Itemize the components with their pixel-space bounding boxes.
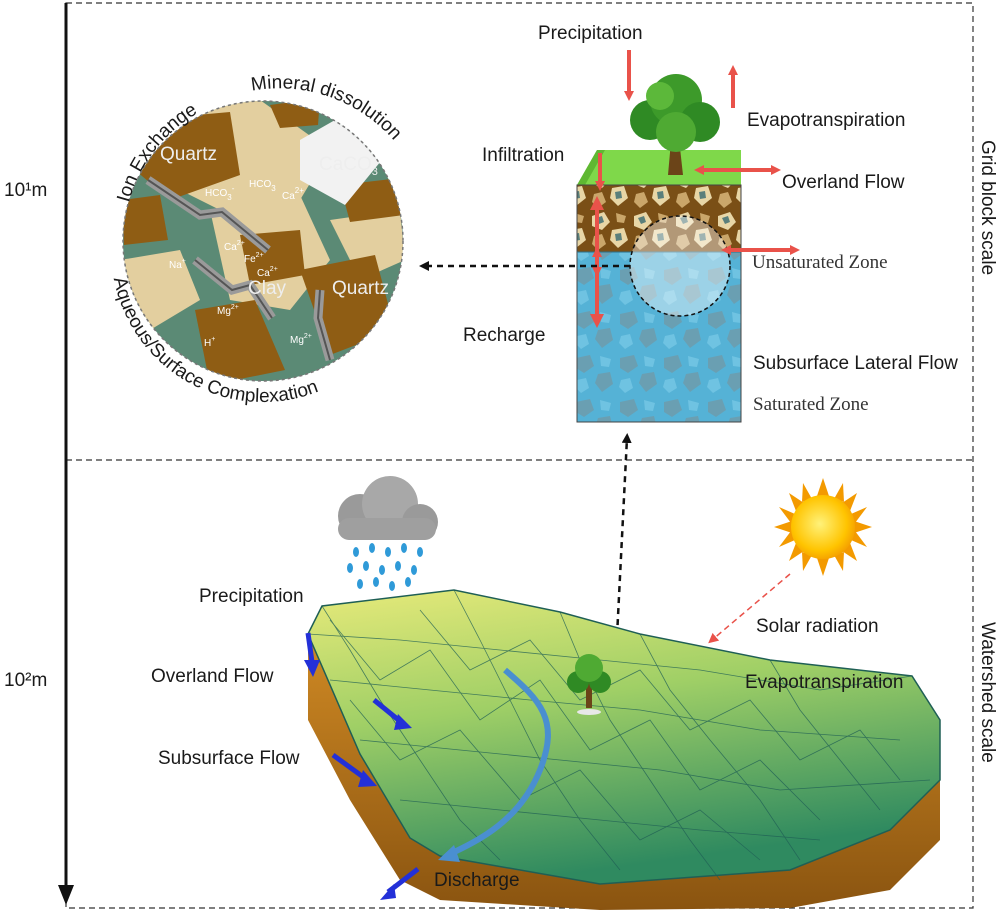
watershed-soil <box>308 634 940 910</box>
label-solar-radiation: Solar radiation <box>756 616 879 637</box>
mineral-label-quartz: Quartz <box>332 278 389 299</box>
label-unsaturated-zone: Unsaturated Zone <box>752 252 888 273</box>
scale-connectors <box>419 261 632 637</box>
geochemistry-circle: Quartz Quartz CaCO3 Clay HCO3- HCO3 Ca2+… <box>109 72 406 407</box>
rain-drops <box>347 543 423 591</box>
label-overland-flow-watershed: Overland Flow <box>151 666 274 687</box>
ion-calcium: Ca2+ <box>282 186 304 202</box>
scale-tick-lower: 10²m <box>4 670 47 691</box>
label-precipitation-block: Precipitation <box>538 23 643 44</box>
river <box>446 667 551 858</box>
mineral-label-clay: Clay <box>248 278 287 299</box>
watershed: Precipitation Solar radiation Overland F… <box>151 476 941 910</box>
arrow-to-grid-block <box>615 433 632 637</box>
ion-calcium: Ca2+ <box>224 240 245 253</box>
label-recharge: Recharge <box>463 325 545 346</box>
watershed-tree <box>567 654 611 715</box>
grid-block-arrows <box>592 50 800 318</box>
label-evapotranspiration-block: Evapotranspiration <box>747 110 905 131</box>
tree <box>630 74 720 175</box>
sun <box>774 478 872 576</box>
arrow-overland-flow <box>305 632 315 663</box>
scale-axis-arrowhead <box>58 885 74 905</box>
ion-bicarbonate: HCO3 <box>249 179 276 193</box>
grid-block: Precipitation Evapotranspiration Infiltr… <box>463 23 958 423</box>
ion-iron: Fe2+ <box>244 252 264 265</box>
mineral-label-calcite: CaCO3 <box>319 154 378 178</box>
saturated-zone-block <box>577 252 741 422</box>
label-subsurface-lateral-flow: Subsurface Lateral Flow <box>753 353 958 374</box>
panel-label-grid-block-scale: Grid block scale <box>977 140 998 275</box>
mineral-label-quartz: Quartz <box>160 144 217 165</box>
watershed-mesh <box>307 589 931 881</box>
ion-hydrogen: H+ <box>204 336 215 349</box>
unsaturated-zone-block <box>577 185 741 252</box>
ion-calcium: Ca2+ <box>257 266 278 279</box>
panel-label-watershed-scale: Watershed scale <box>977 622 998 763</box>
ion-sodium: Na+ <box>169 258 186 271</box>
scale-axis: 10¹m 10²m <box>4 3 74 905</box>
watershed-surface <box>307 589 941 885</box>
ion-magnesium: Mg2+ <box>217 304 239 317</box>
rain-cloud <box>338 476 438 591</box>
label-precipitation-watershed: Precipitation <box>199 586 304 607</box>
zoom-circle <box>629 215 731 317</box>
grass-surface <box>577 150 741 185</box>
arrow-solar-radiation <box>708 573 791 644</box>
scale-tick-upper: 10¹m <box>4 180 47 201</box>
label-overland-flow-block: Overland Flow <box>782 172 905 193</box>
label-discharge: Discharge <box>434 870 520 891</box>
label-infiltration: Infiltration <box>482 145 564 166</box>
label-evapotranspiration-watershed: Evapotranspiration <box>745 672 903 693</box>
arrow-subsurface-flow <box>331 752 368 782</box>
label-saturated-zone: Saturated Zone <box>753 394 869 415</box>
arrow-shallow-flow <box>372 698 403 724</box>
ion-bicarbonate: HCO3- <box>205 184 235 202</box>
ion-magnesium: Mg2+ <box>290 333 312 346</box>
label-subsurface-flow: Subsurface Flow <box>158 748 300 769</box>
